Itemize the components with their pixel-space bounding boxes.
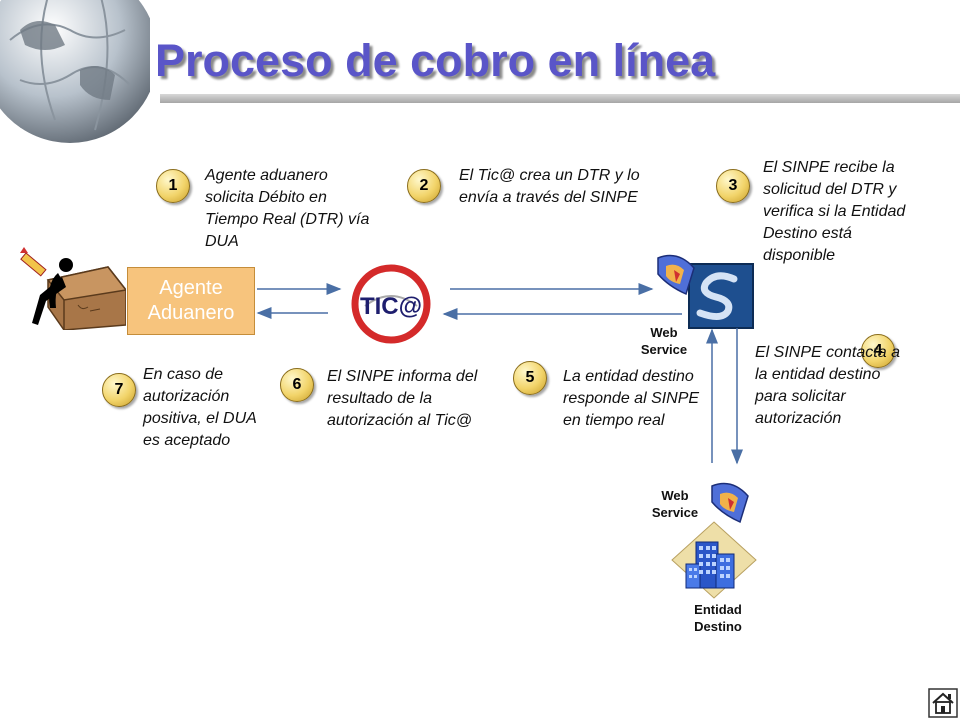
home-icon[interactable] <box>928 688 958 718</box>
tica-logo-text: TIC@ <box>360 293 422 320</box>
web-service-icon <box>657 254 695 296</box>
web-service-label-bottom: Web Service <box>651 488 699 520</box>
tica-logo-icon: TIC@ <box>351 264 431 344</box>
building-icon <box>671 521 757 599</box>
step-text-7: En caso de autorización positiva, el DUA… <box>143 366 257 449</box>
agente-aduanero-box: Agente Aduanero <box>127 267 255 335</box>
page-title: Proceso de cobro en línea <box>155 35 716 86</box>
step-badge-4: 4 <box>861 334 895 368</box>
web-service-label-top: Web Service <box>640 325 688 357</box>
step-badge-7: 7 <box>102 373 136 407</box>
step-badge-1: 1 <box>156 169 190 203</box>
entidad-destino-label: Entidad Destino <box>694 602 742 634</box>
step-text-6: El SINPE informa del resultado de la aut… <box>327 368 478 429</box>
globe-icon <box>0 0 150 143</box>
agente-aduanero-label: Agente Aduanero <box>147 277 235 324</box>
step-badge-5: 5 <box>513 361 547 395</box>
sinpe-logo-icon <box>688 263 754 329</box>
step-text-1: Agente aduanero solicita Débito en Tiemp… <box>205 167 370 250</box>
step-text-3: El SINPE recibe la solicitud del DTR y v… <box>763 159 906 264</box>
agent-package-icon <box>20 247 126 330</box>
step-badge-6: 6 <box>280 368 314 402</box>
step-text-5: La entidad destino responde al SINPE en … <box>563 368 700 429</box>
step-text-2: El Tic@ crea un DTR y lo envía a través … <box>459 167 640 206</box>
web-service-icon <box>711 482 749 524</box>
step-badge-3: 3 <box>716 169 750 203</box>
title-underline-bar <box>160 94 960 103</box>
step-text-4: El SINPE contacta a la entidad destino p… <box>755 344 900 427</box>
step-badge-2: 2 <box>407 169 441 203</box>
